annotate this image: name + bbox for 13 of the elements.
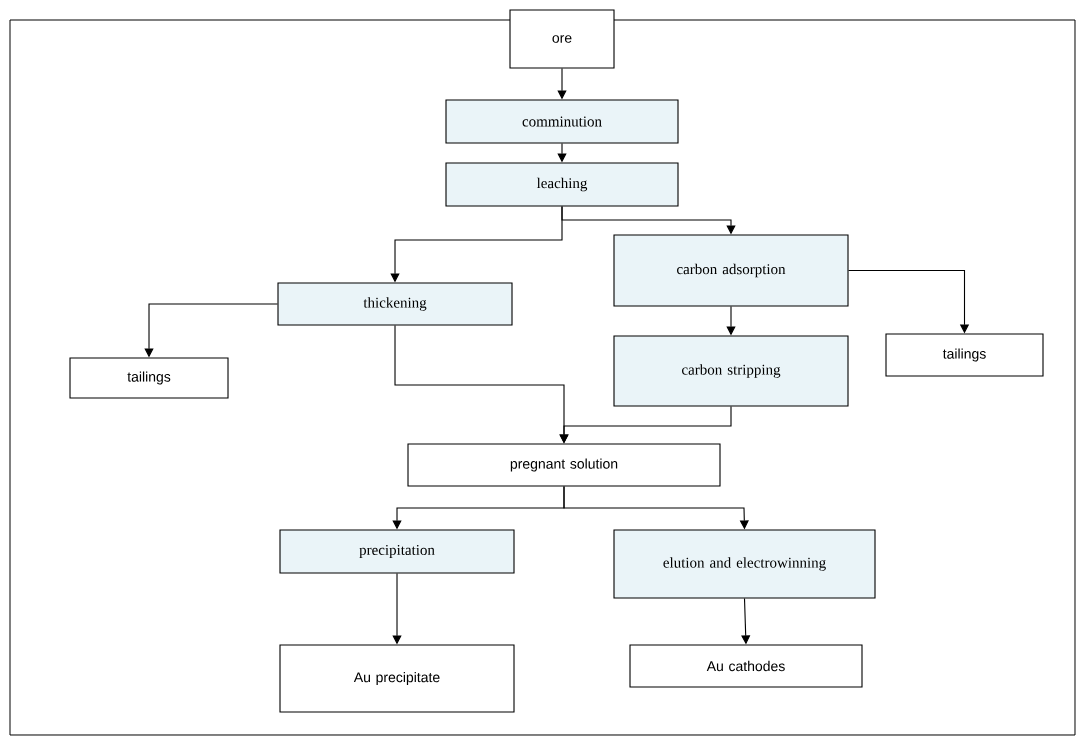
process-box: precipitation	[279, 529, 515, 574]
material-box: ore	[509, 9, 615, 69]
process-box: leaching	[445, 162, 679, 207]
process-box: carbon adsorption	[613, 234, 849, 307]
material-box: tailings	[885, 333, 1044, 377]
material-box: Au precipitate	[279, 644, 515, 713]
material-box: tailings	[69, 357, 229, 399]
process-box: elution and electrowinning	[613, 529, 876, 599]
process-box: thickening	[277, 282, 513, 326]
material-box: pregnant solution	[407, 443, 721, 487]
process-box: carbon stripping	[613, 335, 849, 407]
process-box: comminution	[445, 99, 679, 144]
material-box: Au cathodes	[629, 644, 863, 688]
